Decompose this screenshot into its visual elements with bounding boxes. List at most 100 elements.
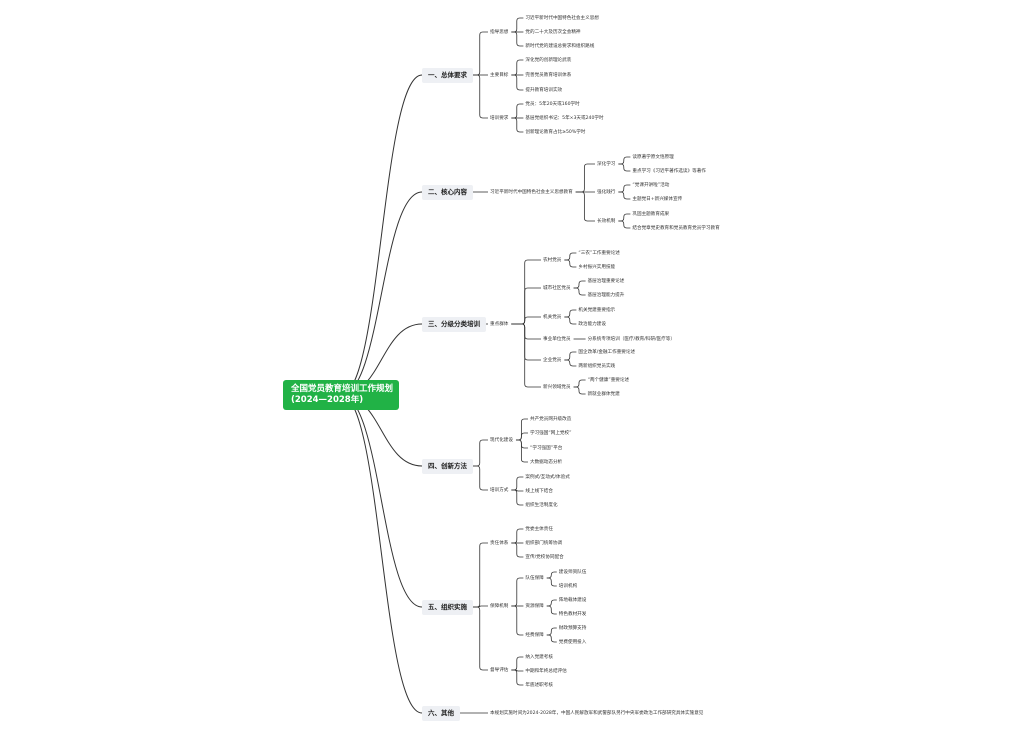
item-link-1-3-3 xyxy=(511,117,524,133)
section-3-group-2-item-2[interactable]: 基层治理能力提升 xyxy=(587,292,625,298)
section-1-group-3[interactable]: 培训要求 xyxy=(490,115,509,121)
section-2-group-3-item-1[interactable]: 巩固主题教育成果 xyxy=(632,211,670,217)
section-5-group-2[interactable]: 保障机制 xyxy=(490,603,509,609)
section-1-group-2[interactable]: 主要目标 xyxy=(490,72,509,78)
subitem-link-5-2-3-2 xyxy=(546,634,557,643)
section-3-group-5-item-1[interactable]: 国企改革/金融工作重要论述 xyxy=(578,349,636,355)
group-link-1-1 xyxy=(473,31,488,76)
section-1-group-1[interactable]: 指导思想 xyxy=(490,29,509,35)
section-3-group-6[interactable]: 新兴领域党员 xyxy=(543,384,571,390)
section-3-group-5[interactable]: 企业党员 xyxy=(543,357,562,363)
section-4-group-1-item-4[interactable]: 大数据动态分析 xyxy=(529,459,563,465)
section-1-group-3-item-2[interactable]: 基层党组织书记：5年×3天或240学时 xyxy=(525,115,604,121)
group-link-4-2 xyxy=(473,465,488,491)
section-4-group-2-item-3[interactable]: 组织生活制度化 xyxy=(525,502,558,508)
section-node-4[interactable]: 四、创新方法 xyxy=(422,458,473,474)
group-link-3-1 xyxy=(511,259,541,325)
section-4-group-2-item-2[interactable]: 线上线下结合 xyxy=(525,488,553,494)
section-1-group-1-item-3[interactable]: 新时代党的建设总要求和组织路线 xyxy=(525,43,595,49)
item-link-3-3-1 xyxy=(564,309,577,318)
section-3-group-4[interactable]: 事业单位党员 xyxy=(543,336,571,342)
section-5-group-3-item-1[interactable]: 纳入党建考核 xyxy=(525,654,553,660)
section-1-group-1-item-2[interactable]: 党的二十大及历次全会精神 xyxy=(525,29,581,35)
root-link-2 xyxy=(340,191,423,396)
section-1-group-1-item-1[interactable]: 习近平新时代中国特色社会主义思想 xyxy=(525,15,599,21)
section-4-group-1-item-3[interactable]: “学习强国”平台 xyxy=(529,445,563,451)
item-link-3-5-1 xyxy=(564,351,577,361)
section-3-group-5-item-2[interactable]: 两新组织党员实践 xyxy=(578,363,616,369)
item-link-4-1-1 xyxy=(515,418,528,441)
section-3-group-1[interactable]: 农村党员 xyxy=(543,257,562,263)
item-link-2-1-1 xyxy=(618,156,631,165)
section-3-group-3[interactable]: 机关党员 xyxy=(543,314,562,320)
section-node-3[interactable]: 三、分级分类培训 xyxy=(422,316,486,332)
section-5-group-2-sub-3[interactable]: 经费保障 xyxy=(525,632,544,638)
section-3-group-4-item-1[interactable]: 分系统专项培训（医疗/教育/科研/医疗等） xyxy=(587,336,675,342)
section-5-group-2-sub-2[interactable]: 资源保障 xyxy=(525,603,544,609)
section-5-group-2-sub-1-item-2[interactable]: 培训机构 xyxy=(558,583,578,589)
root-link-1 xyxy=(340,74,423,396)
section-5-group-1-item-2[interactable]: 组织部门统筹协调 xyxy=(525,540,563,546)
section-5-group-1[interactable]: 责任体系 xyxy=(490,540,509,546)
section-1-group-3-item-3[interactable]: 创新理论教育占比≥50%学时 xyxy=(525,129,586,135)
item-link-5-1-1 xyxy=(511,528,524,544)
section-4-group-2-item-1[interactable]: 案例式/互动式/体验式 xyxy=(525,474,570,480)
section-3-group-3-item-2[interactable]: 政治能力建设 xyxy=(578,321,606,327)
section-3-group-6-item-2[interactable]: 新就业群体党建 xyxy=(587,391,620,397)
section-5-group-2-sub-2-item-2[interactable]: 特色教材开发 xyxy=(558,611,587,617)
section-3-group-2-item-1[interactable]: 基层治理重要论述 xyxy=(587,278,625,284)
section-1-group-2-item-3[interactable]: 提升教育培训实效 xyxy=(525,87,563,93)
section-3-group-2[interactable]: 城市社区党员 xyxy=(543,285,571,291)
section-5-group-2-sub-1-item-1[interactable]: 建设师资队伍 xyxy=(558,569,587,575)
group-link-3-3 xyxy=(511,316,541,325)
section-2-group-1-item-2[interactable]: 重点学习《习近平著作选读》等著作 xyxy=(632,168,706,174)
section-5-group-1-item-1[interactable]: 党委主体责任 xyxy=(525,526,553,532)
section-3-group-6-item-1[interactable]: “两个健康”重要论述 xyxy=(587,377,630,383)
item-link-5-1-3 xyxy=(511,542,524,558)
section-2-group-3-item-2[interactable]: 结合党章党史教育和党员教育党员学习教育 xyxy=(632,225,720,231)
root-node[interactable]: 全国党员教育培训工作规划 (2024—2028年) xyxy=(283,380,399,410)
item-link-5-3-3 xyxy=(511,669,524,686)
section-2-group-2[interactable]: 强化践行 xyxy=(597,189,616,195)
section-5-group-2-sub-1[interactable]: 队伍保障 xyxy=(525,575,544,581)
section-1-group-3-item-1[interactable]: 党员：5年20天或160学时 xyxy=(525,101,580,107)
section-2-group-2-item-1[interactable]: “党课开讲啦”活动 xyxy=(632,182,670,188)
section-3-group-1-item-1[interactable]: “三农”工作重要论述 xyxy=(578,250,620,256)
section-5-group-1-item-3[interactable]: 宣传/党校协同配合 xyxy=(525,554,564,560)
group-link-3-6 xyxy=(511,323,541,388)
section-5-group-2-sub-2-item-1[interactable]: 阵地载体建设 xyxy=(558,597,587,603)
section-6-lead[interactable]: 本规划实施时间为2024-2028年，中国人民解放军和武警部队另行中央军委政治工… xyxy=(490,710,704,716)
section-3-lead[interactable]: 重点群体 xyxy=(490,321,509,327)
section-5-group-3[interactable]: 督导评估 xyxy=(490,667,509,673)
section-4-group-1[interactable]: 现代化建设 xyxy=(490,437,513,443)
section-node-1[interactable]: 一、总体要求 xyxy=(422,67,473,83)
section-5-group-3-item-3[interactable]: 年底述职考核 xyxy=(525,682,553,688)
root-link-6 xyxy=(340,394,423,714)
section-3-group-1-item-2[interactable]: 乡村振兴实用技能 xyxy=(578,264,616,270)
item-link-4-2-1 xyxy=(511,476,524,491)
section-node-6[interactable]: 六、其他 xyxy=(422,705,460,721)
section-5-group-2-sub-3-item-2[interactable]: 党费使用投入 xyxy=(558,639,587,645)
section-2-lead[interactable]: 习近平新时代中国特色社会主义思想教育 xyxy=(490,189,573,195)
section-4-group-1-item-1[interactable]: 共产党员网升级改造 xyxy=(529,416,572,422)
section-2-group-1-item-1[interactable]: 读原著学原文悟原理 xyxy=(632,154,674,160)
section-2-group-1[interactable]: 深化学习 xyxy=(597,161,616,167)
item-link-4-1-3 xyxy=(515,439,528,449)
section-4-group-1-item-2[interactable]: 学习强国“网上党校” xyxy=(529,430,572,436)
section-4-group-2[interactable]: 培训方式 xyxy=(490,487,509,493)
section-1-group-2-item-1[interactable]: 深化党的创新理论武装 xyxy=(525,57,572,63)
section-node-2[interactable]: 二、核心内容 xyxy=(422,184,473,200)
group-link-5-2 xyxy=(473,605,488,608)
section-5-group-2-sub-3-item-1[interactable]: 财政预算支持 xyxy=(558,625,587,631)
section-node-5[interactable]: 五、组织实施 xyxy=(422,599,473,615)
sub-link-5-2-1 xyxy=(511,577,524,607)
section-1-group-2-item-2[interactable]: 完善党员教育培训体系 xyxy=(525,72,572,78)
section-2-group-3[interactable]: 长效机制 xyxy=(597,218,616,224)
item-link-1-1-1 xyxy=(511,17,524,33)
item-link-1-2-1 xyxy=(511,59,524,76)
section-5-group-3-item-2[interactable]: 中期和年终总结评估 xyxy=(525,668,567,674)
item-link-3-6-2 xyxy=(573,386,586,395)
section-3-group-3-item-1[interactable]: 机关党建重要指示 xyxy=(578,307,616,313)
section-2-group-2-item-2[interactable]: 主题党日+新兴媒体宣传 xyxy=(632,196,683,202)
